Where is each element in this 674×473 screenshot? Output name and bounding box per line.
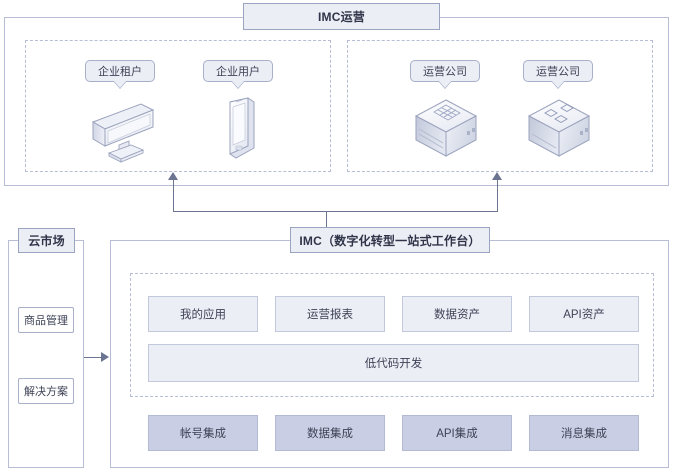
marketplace-item-goods-management[interactable]: 商品管理 [18,307,74,333]
callout-enterprise-tenant: 企业租户 [85,60,155,89]
capability-card-operation-report[interactable]: 运营报表 [275,296,385,332]
desktop-monitor-icon [83,96,158,164]
marketplace-item-solutions[interactable]: 解决方案 [18,378,74,404]
integration-card-data-label: 数据集成 [307,428,353,440]
connector-left-riser [172,180,174,212]
connector-marketplace-to-imc [84,356,103,358]
connector-imc-stem [326,211,328,239]
imc-platform-title: IMC（数字化转型一站式工作台） [290,227,490,253]
lowcode-development-bar[interactable]: 低代码开发 [148,344,639,382]
capability-card-my-apps-label: 我的应用 [180,309,226,321]
integration-card-api-label: API集成 [436,428,478,440]
callout-operator-company-2: 运营公司 [523,60,593,89]
integration-card-data[interactable]: 数据集成 [275,415,385,451]
callout-operator-company-1-label: 运营公司 [423,66,467,78]
client-group-container [25,40,331,172]
connector-horizontal-bus [173,211,498,213]
callout-operator-company-1: 运营公司 [410,60,480,89]
cloud-marketplace-panel [8,240,84,468]
cloud-marketplace-title-label: 云市场 [28,234,65,248]
lowcode-development-label: 低代码开发 [364,358,423,370]
imc-operations-title-label: IMC运营 [318,10,365,24]
callout-enterprise-tenant-label: 企业租户 [98,66,142,78]
callout-enterprise-user: 企业用户 [203,60,273,89]
smartphone-icon [214,96,264,164]
operator-group-container [347,40,653,172]
capability-card-operation-report-label: 运营报表 [307,309,353,321]
server-cube-grid-icon [410,94,482,166]
marketplace-item-goods-management-label: 商品管理 [24,315,68,327]
cloud-marketplace-title: 云市场 [18,228,75,253]
capability-card-data-assets-label: 数据资产 [434,309,480,321]
imc-capability-container [130,273,654,397]
integration-card-account[interactable]: 帐号集成 [148,415,258,451]
capability-card-my-apps[interactable]: 我的应用 [148,296,258,332]
capability-card-api-assets[interactable]: API资产 [529,296,639,332]
connector-right-riser [496,180,498,212]
imc-operations-title: IMC运营 [243,3,440,30]
arrow-right-to-imc [101,352,109,362]
capability-card-data-assets[interactable]: 数据资产 [402,296,512,332]
server-cube-apps-icon [523,94,595,166]
integration-card-account-label: 帐号集成 [180,428,226,440]
arrow-up-to-client-group [168,172,178,180]
callout-operator-company-2-label: 运营公司 [536,66,580,78]
callout-enterprise-user-label: 企业用户 [216,66,260,78]
integration-card-message[interactable]: 消息集成 [529,415,639,451]
marketplace-item-solutions-label: 解决方案 [24,386,68,398]
capability-card-api-assets-label: API资产 [563,309,605,321]
integration-card-api[interactable]: API集成 [402,415,512,451]
imc-platform-title-label: IMC（数字化转型一站式工作台） [299,233,481,248]
arrow-up-to-operator-group [492,172,502,180]
integration-card-message-label: 消息集成 [561,428,607,440]
